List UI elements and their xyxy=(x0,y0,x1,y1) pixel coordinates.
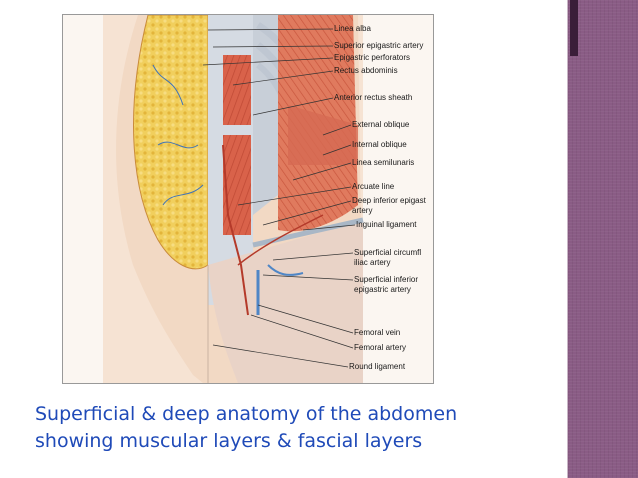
label-linea-semilunaris: Linea semilunaris xyxy=(352,158,415,167)
label-linea-alba: Linea alba xyxy=(334,24,371,33)
label-superficial-circumflex-2: iliac artery xyxy=(354,258,391,267)
band-accent-block xyxy=(570,0,578,56)
slide-caption: Superficial & deep anatomy of the abdome… xyxy=(35,401,555,455)
label-external-oblique: External oblique xyxy=(352,120,410,129)
anatomy-illustration: Linea alba Superior epigastric artery Ep… xyxy=(62,14,434,384)
label-inguinal-ligament: Inguinal ligament xyxy=(356,220,417,229)
label-deep-inferior-epigastric-2: artery xyxy=(352,206,373,215)
anatomy-drawing xyxy=(103,15,364,383)
label-anterior-rectus-sheath: Anterior rectus sheath xyxy=(334,93,413,102)
band-divider xyxy=(567,0,568,478)
label-femoral-vein: Femoral vein xyxy=(354,328,401,337)
label-arcuate-line: Arcuate line xyxy=(352,182,395,191)
label-superior-epigastric-artery: Superior epigastric artery xyxy=(334,41,424,50)
label-epigastric-perforators: Epigastric perforators xyxy=(334,53,411,62)
label-superficial-circumflex-1: Superficial circumfl xyxy=(354,248,422,257)
label-internal-oblique: Internal oblique xyxy=(352,140,407,149)
label-deep-inferior-epigastric-1: Deep inferior epigast xyxy=(352,196,426,205)
caption-line-2: showing muscular layers & fascial layers xyxy=(35,430,423,452)
label-rectus-abdominis: Rectus abdominis xyxy=(334,66,398,75)
side-accent-band xyxy=(568,0,638,478)
label-superficial-inferior-1: Superficial inferior xyxy=(354,275,419,284)
label-superficial-inferior-2: epigastric artery xyxy=(354,285,411,294)
label-round-ligament: Round ligament xyxy=(349,362,406,371)
caption-line-1: Superficial & deep anatomy of the abdome… xyxy=(35,403,458,425)
label-femoral-artery: Femoral artery xyxy=(354,343,407,352)
